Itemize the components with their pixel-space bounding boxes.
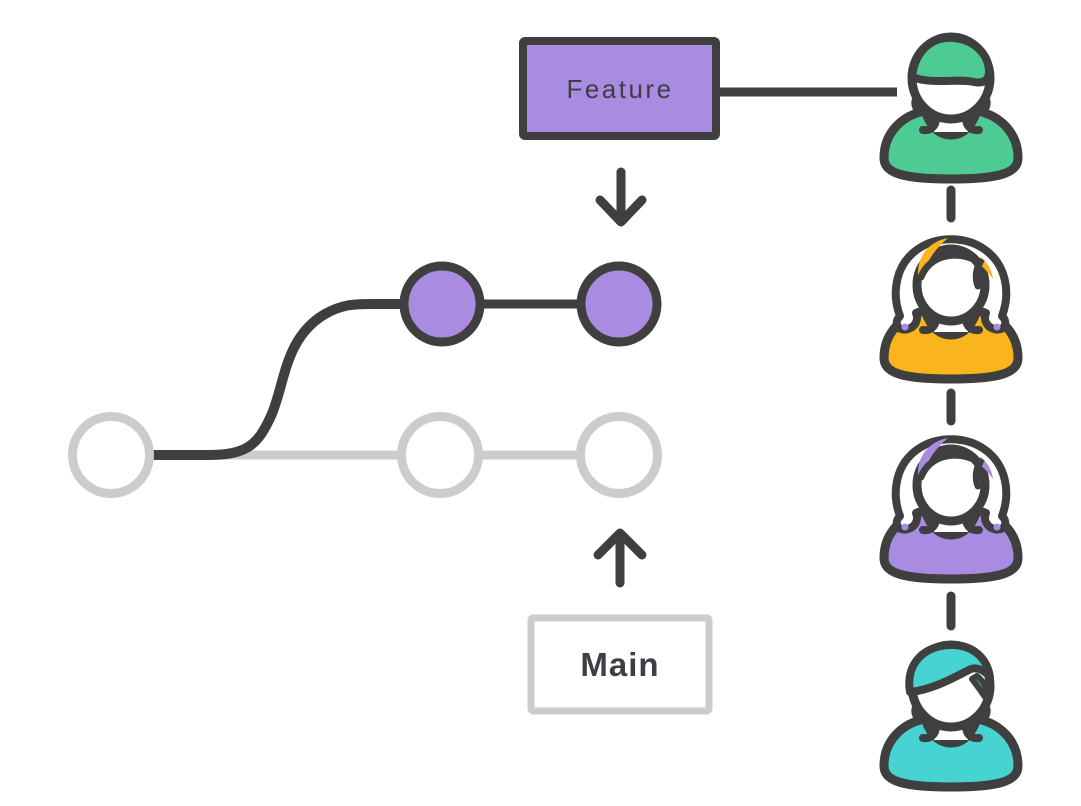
main-box: Main: [527, 614, 713, 715]
branch-curve: [146, 299, 415, 460]
feature-commit-2: [576, 261, 662, 347]
avatar-contributor-2: [879, 235, 1023, 384]
avatar-fringe: [917, 451, 985, 490]
main-commit-3: [576, 412, 662, 498]
main-commit-1: [68, 412, 154, 498]
avatar-hair-side-patch: [969, 673, 991, 703]
feature-box: Feature: [519, 37, 720, 140]
arrow-up-icon: [593, 528, 647, 588]
avatar-hair: [905, 641, 994, 696]
arrow-down-icon: [595, 167, 647, 227]
avatar-head: [912, 444, 990, 526]
feature-commit-1: [399, 261, 485, 347]
main-commit-2: [397, 412, 483, 498]
feature-box-label: Feature: [566, 74, 673, 104]
main-box-rect: [527, 614, 713, 715]
avatar-contributor-4: [879, 640, 1023, 792]
avatar-earring-left: [901, 523, 909, 531]
avatar-contributor-3: [879, 435, 1023, 584]
avatar-head: [912, 244, 990, 326]
avatar-fringe: [917, 251, 985, 290]
avatar-earring-left: [901, 323, 909, 331]
avatar-earring-right: [993, 523, 1001, 531]
avatar-earring-right: [993, 323, 1001, 331]
main-box-label: Main: [580, 646, 659, 683]
avatar-hair: [908, 33, 993, 87]
avatar-contributor-1: [879, 32, 1023, 184]
